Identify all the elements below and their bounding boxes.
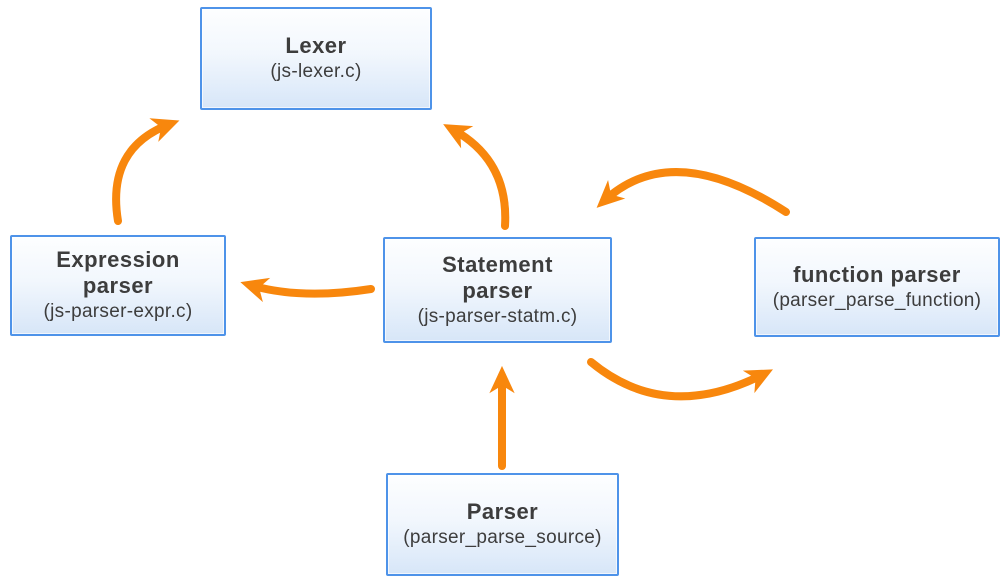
node-title: Expression parser (56, 247, 180, 299)
arrow-statement-parser-to-lexer (443, 124, 510, 230)
node-title: Lexer (285, 33, 347, 59)
arrow-statement-parser-to-function-parser (587, 358, 773, 401)
arrow-statement-parser-to-expression-parser (240, 277, 375, 303)
node-title: function parser (793, 261, 961, 287)
node-statement-parser: Statement parser (js-parser-statm.c) (383, 237, 612, 343)
arrow-function-parser-to-statement-parser (596, 168, 790, 216)
arrow-expression-parser-to-lexer (112, 118, 180, 225)
node-subtitle: (js-parser-statm.c) (417, 305, 578, 327)
node-function-parser: function parser (parser_parse_function) (754, 237, 1000, 337)
node-title: Statement parser (442, 251, 553, 303)
node-subtitle: (js-lexer.c) (270, 61, 362, 83)
node-subtitle: (parser_parse_source) (403, 527, 602, 549)
node-parser: Parser (parser_parse_source) (386, 473, 619, 576)
node-title: Parser (466, 499, 539, 525)
node-subtitle: (parser_parse_function) (772, 289, 982, 311)
node-expression-parser: Expression parser (js-parser-expr.c) (10, 235, 226, 336)
node-subtitle: (js-parser-expr.c) (43, 301, 193, 323)
node-lexer: Lexer (js-lexer.c) (200, 7, 432, 110)
